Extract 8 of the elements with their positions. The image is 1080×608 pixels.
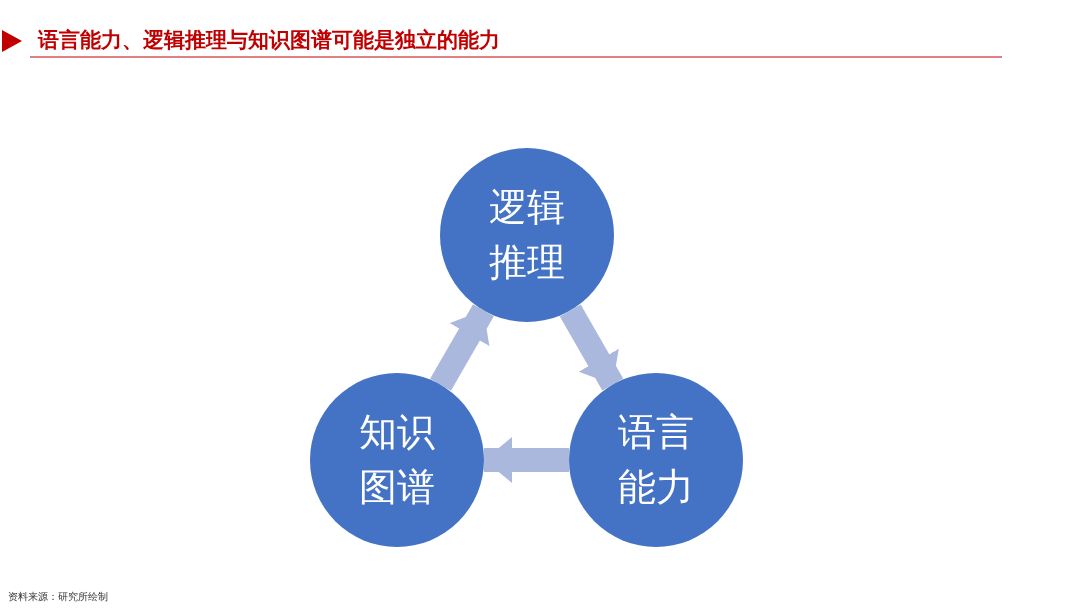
node-label: 语言能力	[617, 408, 695, 511]
slide-title: 语言能力、逻辑推理与知识图谱可能是独立的能力	[38, 26, 500, 54]
block-arrow	[559, 304, 624, 391]
block-arrow	[484, 437, 569, 483]
node-label: 逻辑推理	[488, 183, 566, 286]
block-arrow	[430, 304, 494, 391]
source-note: 资料来源：研究所绘制	[8, 590, 108, 604]
node-label: 知识图谱	[358, 408, 436, 511]
